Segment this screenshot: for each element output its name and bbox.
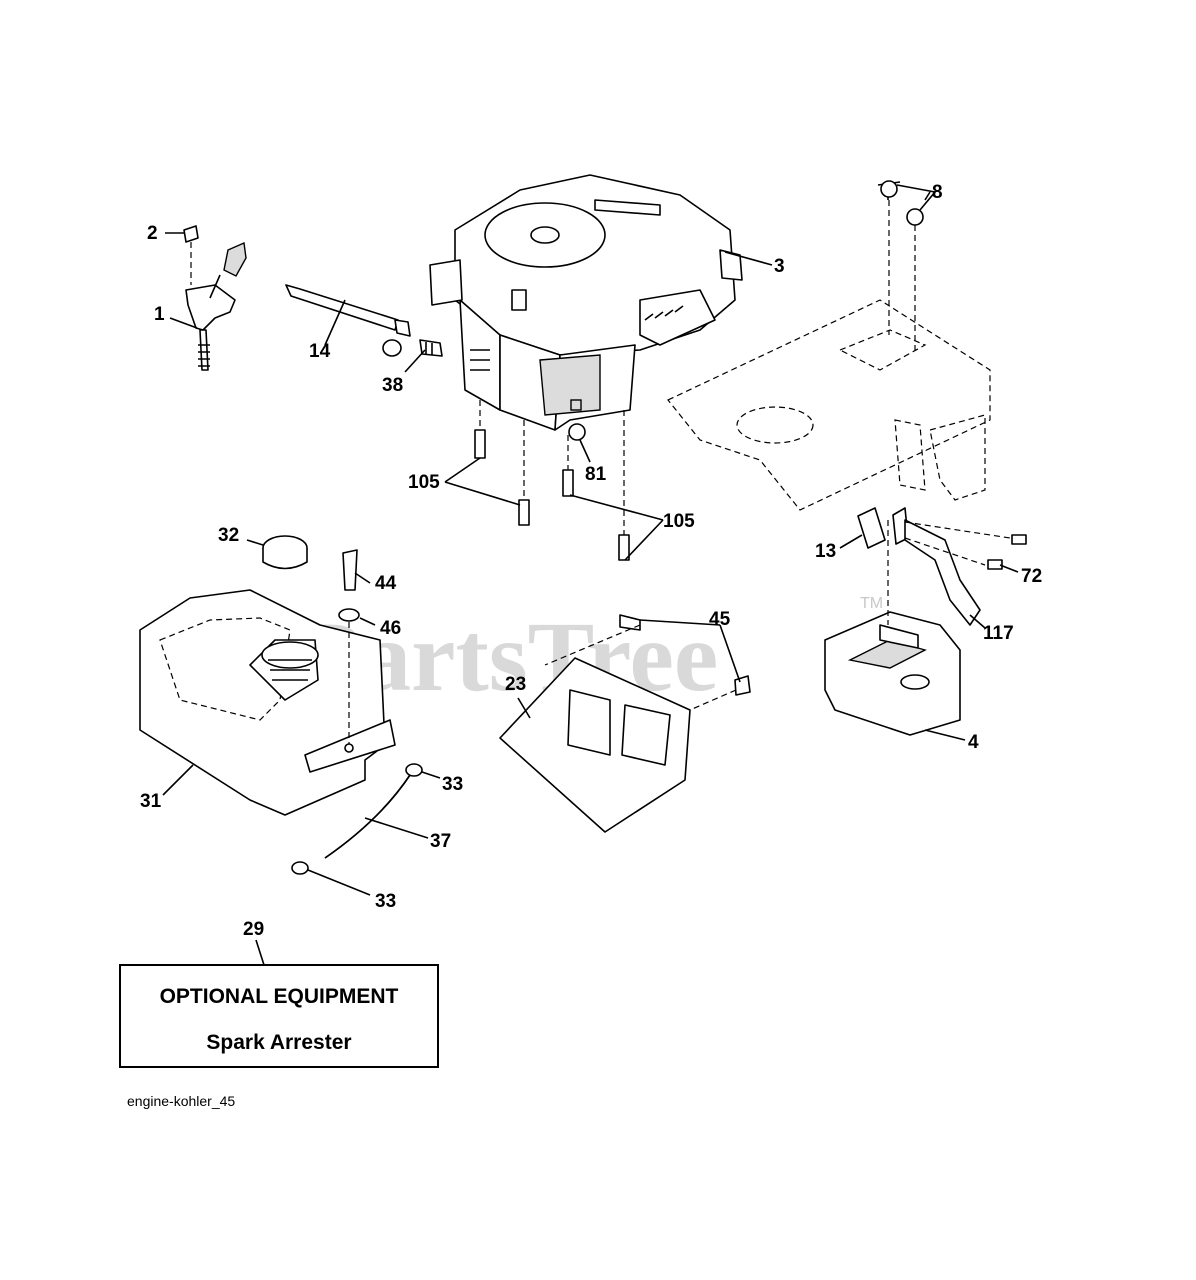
engine-bolts-part[interactable] xyxy=(474,399,630,561)
callout-23: 23 xyxy=(505,674,526,695)
callout-1: 1 xyxy=(154,304,165,325)
chassis-frame-part[interactable] xyxy=(667,180,991,511)
callout-33-bottom: 33 xyxy=(375,891,396,912)
engine-part[interactable] xyxy=(429,174,743,431)
leader-lines xyxy=(162,184,1019,966)
callout-105-right: 105 xyxy=(663,511,695,532)
callout-117: 117 xyxy=(983,623,1014,644)
callout-81: 81 xyxy=(585,464,607,485)
callout-labels: 1 2 3 4 8 13 14 23 29 31 32 33 33 37 38 … xyxy=(140,182,1042,940)
throttle-control-part[interactable] xyxy=(183,225,247,371)
callout-38: 38 xyxy=(382,375,403,396)
callout-105-left: 105 xyxy=(408,472,440,493)
exhaust-pipe-part[interactable] xyxy=(857,507,1027,626)
callout-13: 13 xyxy=(815,541,836,562)
callout-32: 32 xyxy=(218,525,239,546)
callout-72: 72 xyxy=(1021,566,1042,587)
callout-45: 45 xyxy=(709,609,731,630)
fuel-tank-part[interactable] xyxy=(139,535,396,816)
watermark-tm: TM xyxy=(860,595,883,612)
optional-equipment-title: OPTIONAL EQUIPMENT xyxy=(160,985,399,1008)
callout-44: 44 xyxy=(375,573,397,594)
callout-31: 31 xyxy=(140,791,162,812)
callout-33-top: 33 xyxy=(442,774,463,795)
callout-3: 3 xyxy=(774,256,785,277)
callout-29: 29 xyxy=(243,919,264,940)
muffler-part[interactable] xyxy=(824,520,961,736)
fuel-line-part[interactable] xyxy=(291,763,423,875)
heat-shield-part[interactable] xyxy=(499,614,751,833)
callout-37: 37 xyxy=(430,831,451,852)
callout-46: 46 xyxy=(380,618,401,639)
callout-8: 8 xyxy=(932,182,943,203)
diagram-caption: engine-kohler_45 xyxy=(127,1093,235,1109)
callout-14: 14 xyxy=(309,341,331,362)
optional-equipment-box: OPTIONAL EQUIPMENT Spark Arrester xyxy=(119,964,439,1068)
callout-4: 4 xyxy=(968,732,979,753)
callout-2: 2 xyxy=(147,223,158,244)
optional-equipment-subtitle: Spark Arrester xyxy=(206,1031,351,1054)
